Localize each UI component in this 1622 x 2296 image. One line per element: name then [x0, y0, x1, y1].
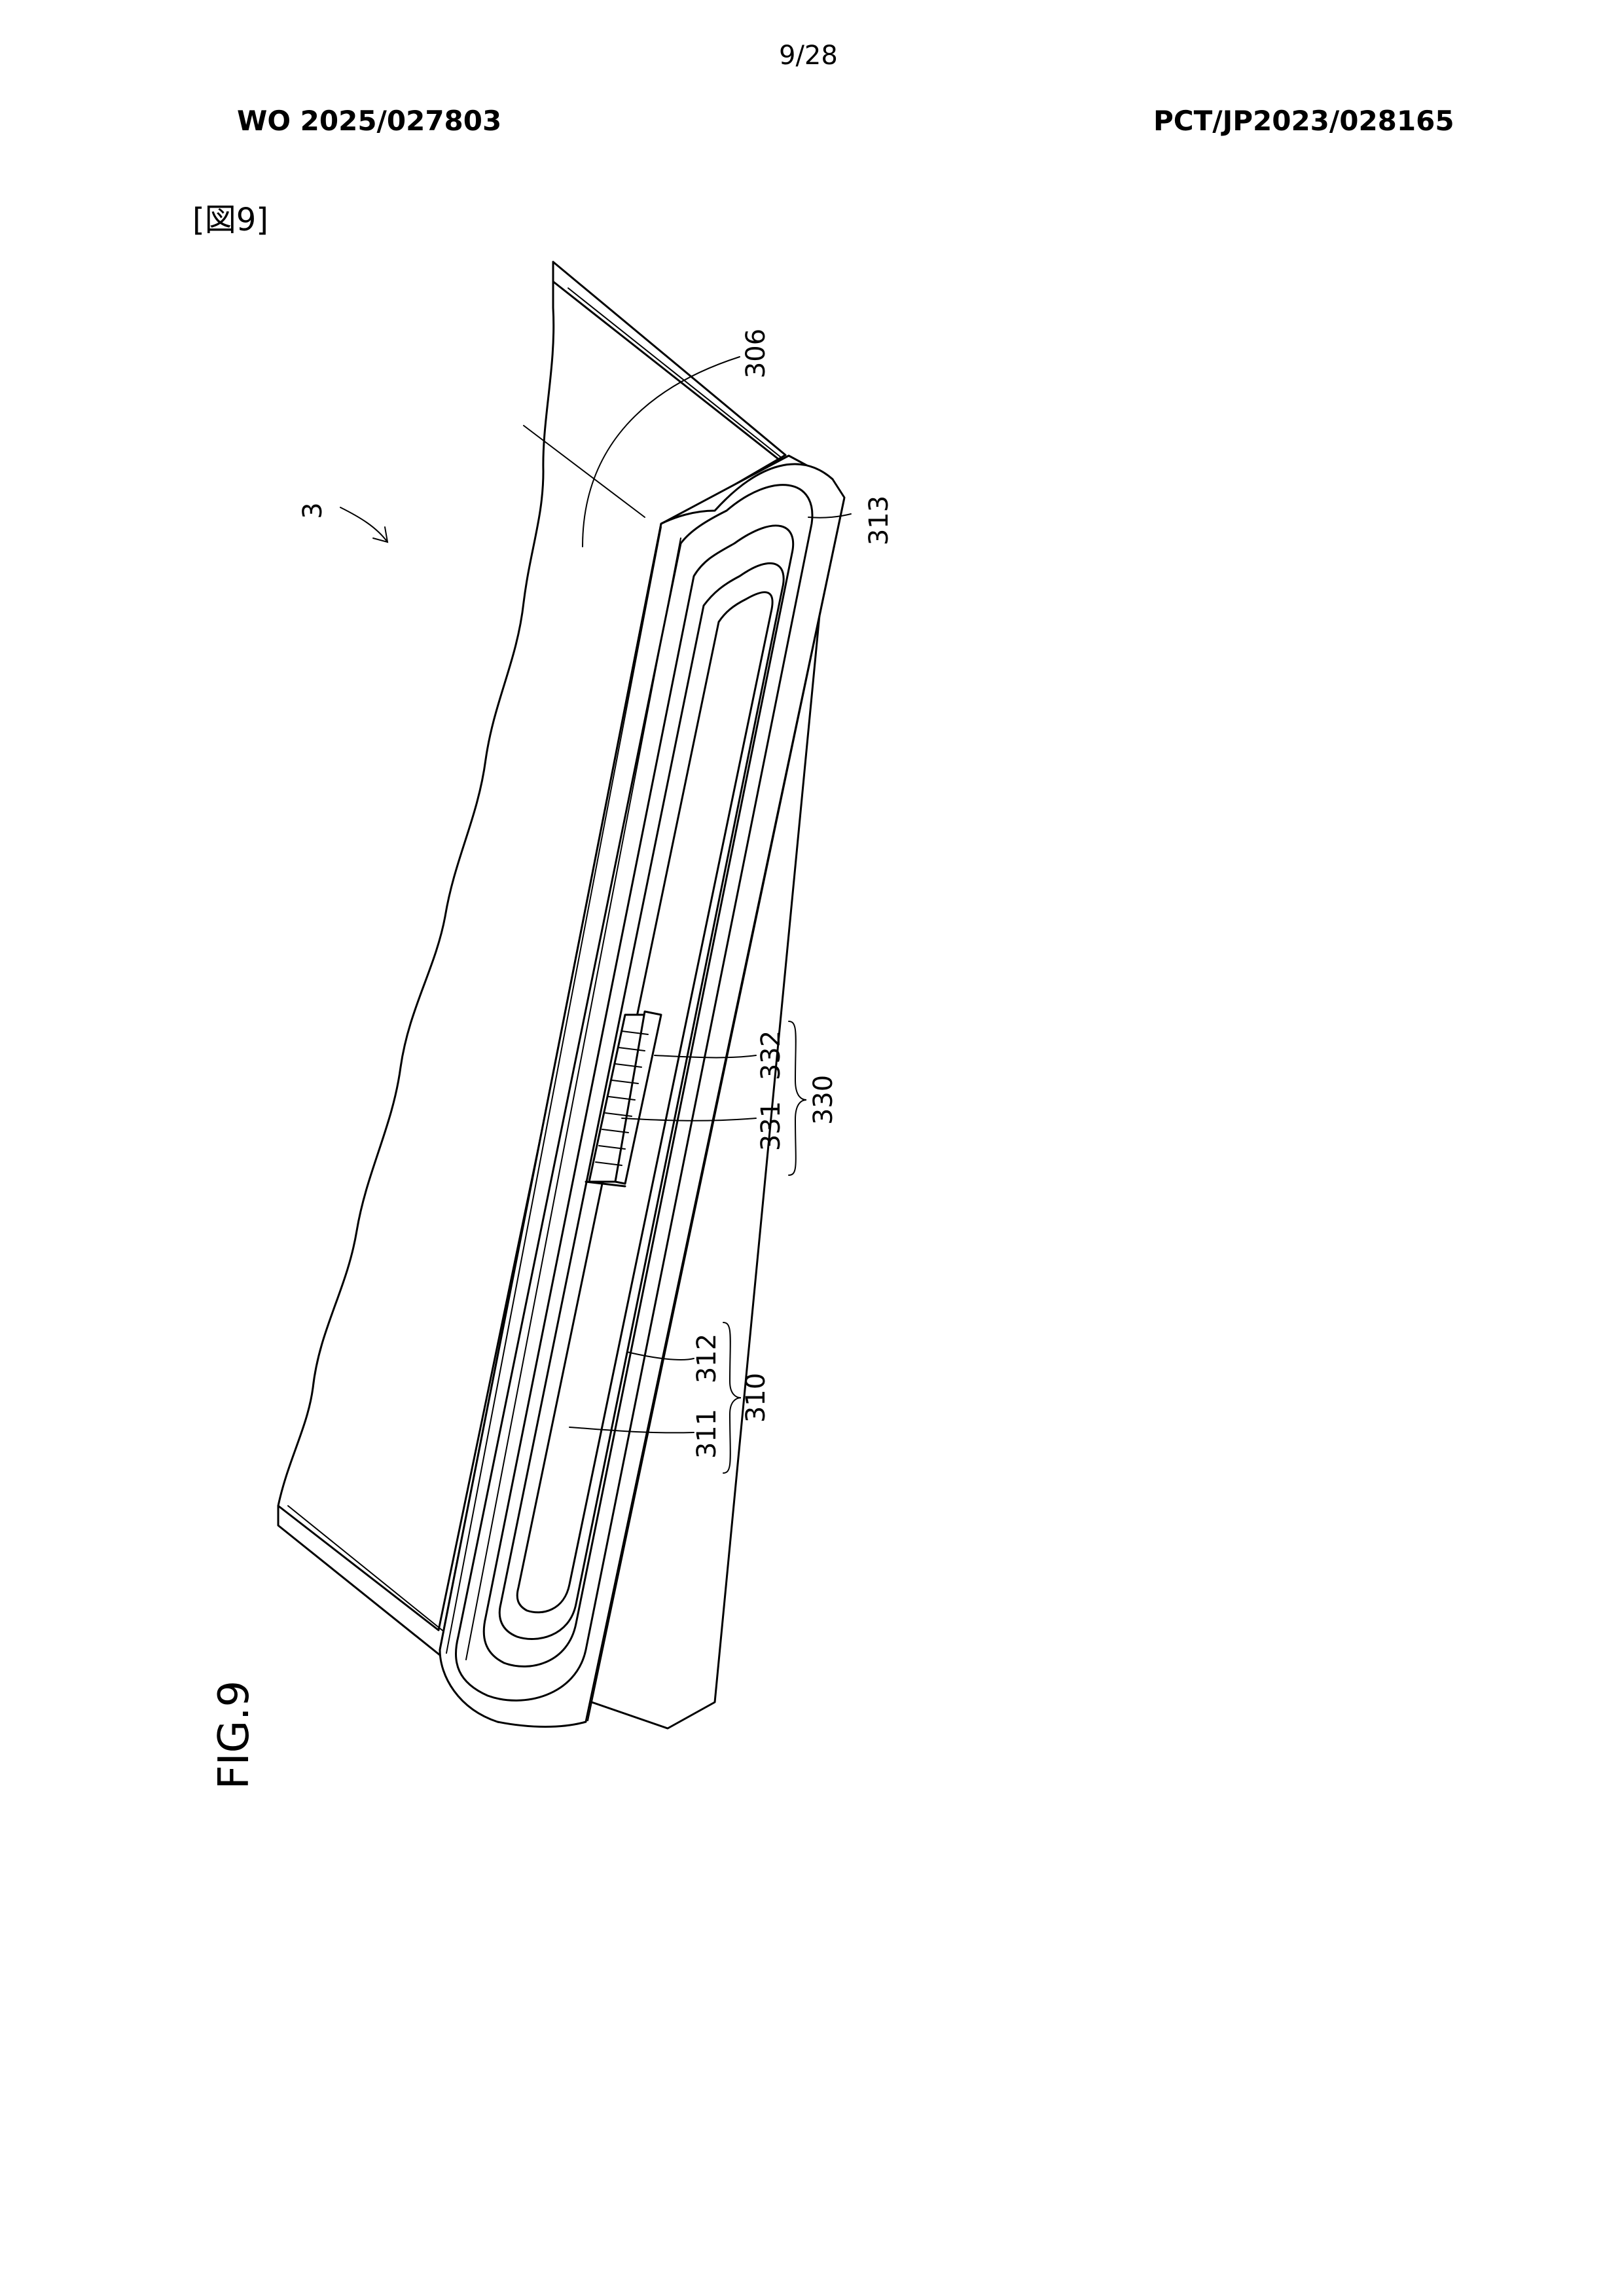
figure-caption: FIG.9 [210, 1680, 259, 1790]
leader-3-arrow [340, 507, 388, 543]
leader-3-arrowhead [372, 526, 389, 543]
label-313: 313 [864, 495, 894, 546]
label-310: 310 [741, 1372, 771, 1423]
opening-outer [498, 562, 785, 1640]
publication-number: WO 2025/027803 [237, 105, 502, 137]
label-332: 332 [756, 1030, 786, 1081]
foil-sheet-outline [277, 261, 787, 1631]
gasket-frame-inner [482, 524, 795, 1667]
figure-tag: [図9] [192, 202, 268, 238]
cell-long-edge-c [587, 498, 845, 1721]
label-306: 306 [741, 328, 771, 379]
label-330: 330 [808, 1074, 838, 1125]
label-assembly-3: 3 [298, 502, 328, 519]
cell-long-edge-b [465, 538, 681, 1660]
application-number: PCT/JP2023/028165 [1153, 105, 1454, 137]
leader-312 [626, 1351, 694, 1360]
leader-311 [569, 1427, 694, 1434]
terminal-base [585, 1180, 626, 1188]
foil-fold-line [523, 425, 645, 518]
leader-332 [654, 1055, 757, 1059]
page-number: 9/28 [779, 41, 838, 71]
foil-top-edge-line [568, 287, 783, 459]
leader-313 [808, 513, 852, 519]
brace-330 [788, 1021, 807, 1176]
label-331: 331 [756, 1101, 786, 1152]
leader-331 [621, 1118, 757, 1121]
label-311: 311 [692, 1408, 722, 1459]
cell-long-edge-a [446, 526, 662, 1654]
foil-bottom-edge-line [287, 1505, 444, 1632]
callout-306-arc [582, 356, 740, 547]
gasket-frame-outer [454, 484, 814, 1702]
terminal-block [585, 1010, 662, 1188]
brace-310 [723, 1322, 742, 1474]
terminal-ribs [595, 1030, 649, 1166]
foil-bottom-edge-strip [277, 1504, 441, 1656]
label-312: 312 [692, 1333, 722, 1384]
opening-inner [516, 591, 774, 1614]
terminal-332 [614, 1010, 662, 1185]
foil-top-edge-strip [552, 261, 792, 470]
